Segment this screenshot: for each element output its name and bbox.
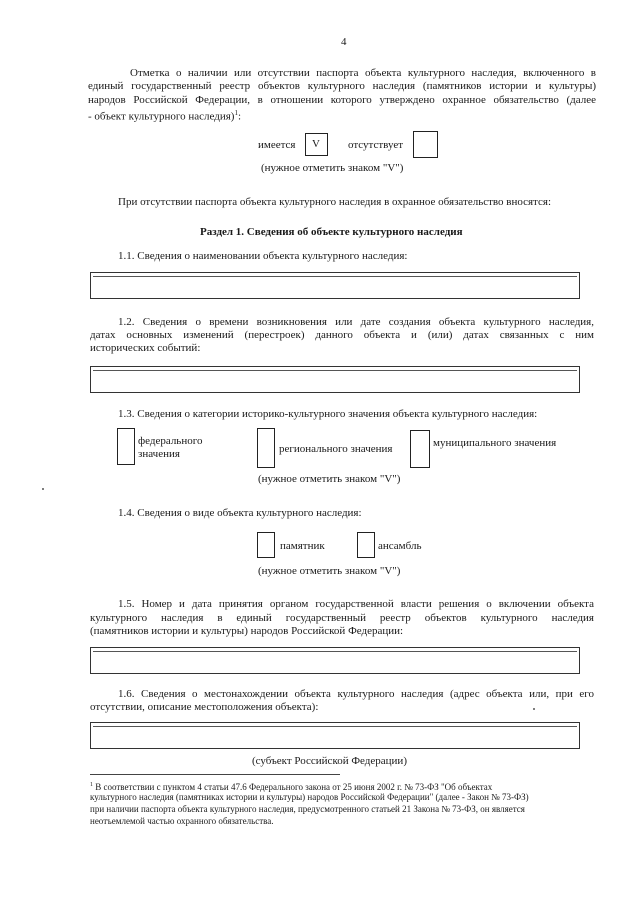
s1-5-line-2: культурного наследия в единый государств… (90, 612, 594, 624)
s1-6-location-field[interactable] (90, 722, 580, 749)
passport-present-label: имеется (258, 139, 296, 151)
s1-5-line-3: (памятников истории и культуры) народов … (90, 625, 404, 637)
s1-1-label: 1.1. Сведения о наименовании объекта кул… (118, 250, 408, 262)
s1-6-caption: (субъект Российской Федерации) (252, 755, 407, 767)
s1-2-line-1: 1.2. Сведения о времени возникновения ил… (118, 316, 594, 328)
s1-6-line-1: 1.6. Сведения о местонахождении объекта … (118, 688, 594, 700)
intro-line-3: народов Российской Федерации, в отношени… (88, 94, 596, 106)
intro-line-1: Отметка о наличии или отсутствии паспорт… (130, 67, 596, 79)
footnote-line-3: при наличии паспорта объекта культурного… (90, 804, 525, 814)
s1-1-name-field[interactable] (90, 272, 580, 299)
scan-speck (533, 708, 535, 710)
s1-3-regional-checkbox[interactable] (257, 428, 275, 468)
s1-3-hint: (нужное отметить знаком "V") (258, 473, 401, 485)
s1-5-decision-field[interactable] (90, 647, 580, 674)
s1-4-ensemble-label: ансамбль (378, 540, 422, 552)
s1-3-federal-label-1: федерального (138, 435, 203, 447)
s1-3-label: 1.3. Сведения о категории историко-культ… (118, 408, 538, 420)
s1-4-hint: (нужное отметить знаком "V") (258, 565, 401, 577)
footnote-divider (90, 774, 340, 775)
s1-2-line-3: исторических событий: (90, 342, 201, 354)
section-title: Раздел 1. Сведения об объекте культурног… (200, 226, 463, 238)
s1-2-line-2: датах основных изменений (перестроек) да… (90, 329, 594, 341)
s1-2-dates-field[interactable] (90, 366, 580, 393)
s1-3-regional-label: регионального значения (279, 443, 393, 455)
s1-3-municipal-checkbox[interactable] (410, 430, 430, 468)
passport-present-checkbox[interactable]: V (305, 133, 328, 156)
s1-6-line-2: отсутствии, описание местоположения объе… (90, 701, 319, 713)
passport-present-mark: V (312, 138, 320, 150)
intro-line-2: единый государственный реестр объектов к… (88, 80, 596, 92)
page-number: 4 (341, 36, 347, 48)
s1-4-monument-checkbox[interactable] (257, 532, 275, 558)
passport-hint: (нужное отметить знаком "V") (261, 162, 404, 174)
passport-absent-label: отсутствует (348, 139, 404, 151)
s1-4-label: 1.4. Сведения о виде объекта культурного… (118, 507, 362, 519)
s1-3-federal-checkbox[interactable] (117, 428, 135, 465)
s1-4-monument-label: памятник (280, 540, 325, 552)
s1-4-ensemble-checkbox[interactable] (357, 532, 375, 558)
s1-3-municipal-label: муниципального значения (433, 437, 557, 449)
s1-5-line-1: 1.5. Номер и дата принятия органом госуд… (118, 598, 594, 610)
footnote-line-1: 1 В соответствии с пунктом 4 статьи 47.6… (90, 782, 493, 792)
footnote-line-4: неотъемлемой частью охранного обязательс… (90, 816, 274, 826)
footnote-line-2: культурного наследия (памятниках истории… (90, 792, 529, 802)
intro-line-4: - объект культурного наследия)1: (88, 109, 242, 123)
s1-3-federal-label-2: значения (138, 448, 180, 460)
absence-note: При отсутствии паспорта объекта культурн… (118, 196, 552, 208)
passport-absent-checkbox[interactable] (413, 131, 438, 158)
footnote-ref: 1 (234, 109, 238, 117)
margin-speck (42, 488, 44, 490)
